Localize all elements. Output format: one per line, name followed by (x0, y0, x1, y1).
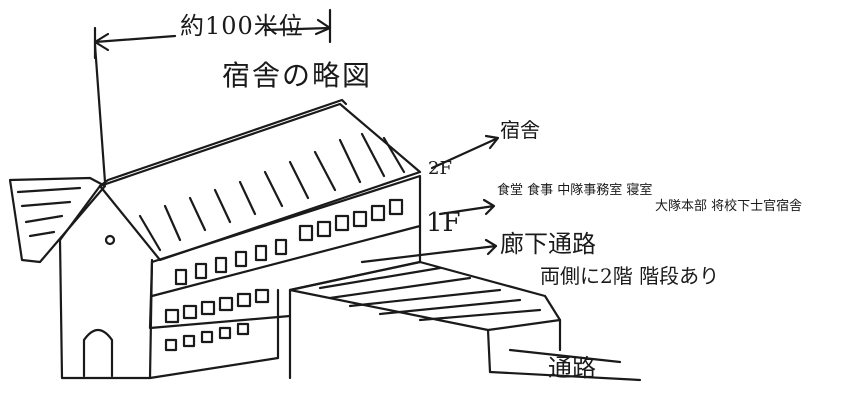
rooms-label-1: 食堂 食事 中隊事務室 寝室 (497, 183, 653, 198)
dimension-label: 約100米位 (180, 12, 304, 40)
bottom-windows (164, 322, 250, 352)
dimension-arrowhead-right (314, 18, 332, 36)
corridor-note: 両側に2階 階段あり (540, 264, 720, 288)
dimension-extension-line (93, 43, 107, 184)
gable-vent (104, 234, 116, 246)
lower-windows (164, 288, 270, 324)
floor-divider (150, 224, 422, 298)
corridor-label: 廊下通路 (500, 230, 596, 258)
rooms-label-2: 大隊本部 将校下士官宿舎 (655, 199, 803, 214)
passage-ground-lines (488, 348, 642, 382)
roof-tiles (138, 132, 406, 252)
upper-windows (298, 198, 404, 242)
lower-wall-line (148, 356, 280, 380)
arrow-rooms (438, 198, 496, 216)
corridor-roof (288, 260, 562, 332)
dimension-arrowhead-left (93, 32, 110, 52)
roof-ridge (98, 98, 348, 188)
corridor-walls (288, 314, 562, 380)
left-roof-hatching (16, 186, 82, 238)
dimension-arrow-line (93, 26, 332, 44)
middle-windows (174, 238, 288, 286)
passage-label: 通路 (548, 354, 596, 382)
dormitory-label: 宿舎 (500, 118, 540, 142)
arrow-dormitory (430, 134, 500, 170)
corridor-roof-hatching (318, 266, 542, 322)
gable-wall (58, 184, 154, 380)
arrow-corridor (360, 238, 498, 264)
diagram-title: 宿舎の略図 (222, 59, 373, 92)
door-arch (82, 328, 114, 378)
floor-2-label: 2F (428, 158, 452, 179)
floor-1-label: 1F (426, 208, 461, 238)
main-roof (98, 102, 422, 262)
